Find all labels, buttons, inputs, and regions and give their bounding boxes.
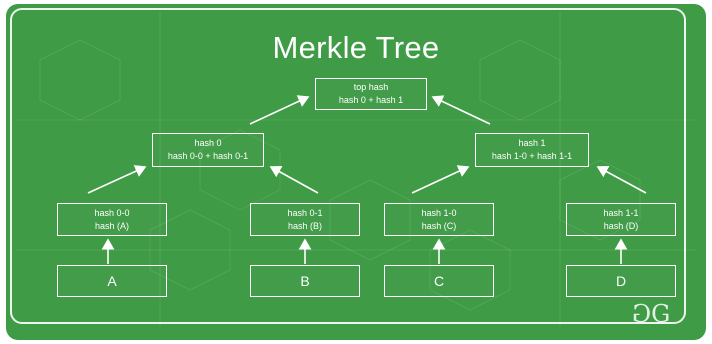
node-hash-0-0-line1: hash 0-0 (94, 207, 130, 218)
arrow-h0-to-top (249, 95, 310, 125)
node-hash-1: hash 1 hash 1-0 + hash 1-1 (475, 133, 589, 167)
node-hash-1-1-line2: hash (D) (603, 220, 639, 231)
arrow-h1-to-top (431, 95, 491, 125)
node-hash-0-line1: hash 0 (194, 138, 222, 148)
node-hash-0-1-line1: hash 0-1 (287, 207, 323, 218)
diagram-card (6, 4, 706, 340)
node-hash-1-0-line1: hash 1-0 (421, 207, 457, 218)
node-hash-0: hash 0 hash 0-0 + hash 0-1 (152, 133, 264, 167)
leaf-d: D (566, 265, 676, 297)
node-hash-1-line1: hash 1 (518, 138, 546, 148)
node-hash-0-line2: hash 0-0 + hash 0-1 (167, 151, 249, 161)
node-hash-0-0: hash 0-0 hash (A) (57, 203, 167, 236)
node-hash-0-0-line2: hash (A) (94, 220, 129, 231)
node-hash-0-1-line2: hash (B) (287, 220, 322, 231)
gfg-logo-icon: GG (636, 300, 670, 328)
arrow-h11-to-h1 (596, 165, 647, 194)
node-top-hash-line2: hash 0 + hash 1 (338, 95, 404, 105)
arrow-h10-to-h1 (411, 165, 470, 194)
node-hash-1-line2: hash 1-0 + hash 1-1 (491, 151, 573, 161)
node-top-hash: top hash hash 0 + hash 1 (315, 78, 427, 110)
arrow-h00-to-h0 (87, 165, 147, 194)
leaf-c-label: C (433, 272, 445, 289)
arrow-h01-to-h0 (269, 166, 319, 194)
leaf-c: C (384, 265, 494, 297)
diagram-frame (10, 8, 686, 324)
node-hash-0-1: hash 0-1 hash (B) (250, 203, 360, 236)
node-hash-1-1: hash 1-1 hash (D) (566, 203, 676, 236)
leaf-a: A (57, 265, 167, 297)
node-hash-1-0: hash 1-0 hash (C) (384, 203, 494, 236)
leaf-b: B (250, 265, 360, 297)
node-top-hash-line1: top hash (353, 82, 389, 92)
node-hash-1-0-line2: hash (C) (421, 220, 457, 231)
leaf-a-label: A (107, 272, 117, 289)
node-hash-1-1-line1: hash 1-1 (603, 207, 639, 218)
diagram-title: Merkle Tree (272, 30, 440, 65)
leaf-d-label: D (615, 272, 627, 289)
leaf-b-label: B (300, 272, 310, 289)
